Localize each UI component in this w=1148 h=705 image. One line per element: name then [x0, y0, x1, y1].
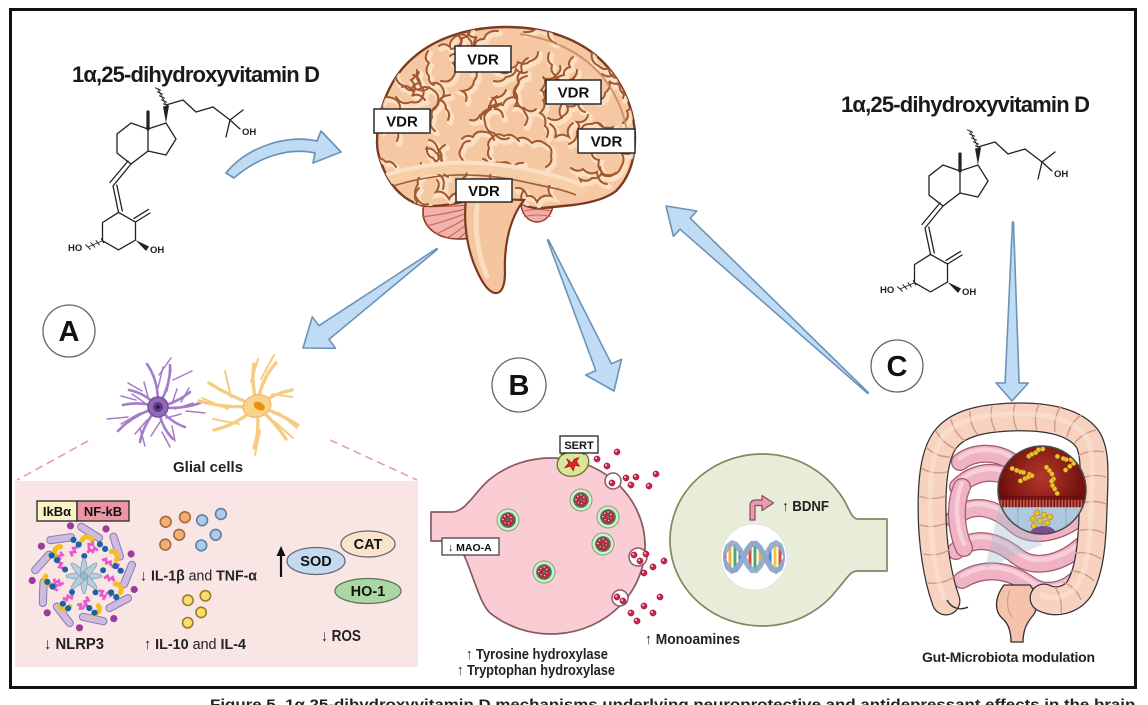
- svg-text:↑ Tryptophan hydroxylase: ↑ Tryptophan hydroxylase: [457, 662, 615, 679]
- svg-text:SERT: SERT: [564, 440, 594, 452]
- svg-text:↓ ROS: ↓ ROS: [321, 628, 361, 645]
- svg-text:OH: OH: [962, 287, 976, 298]
- svg-text:VDR: VDR: [467, 52, 499, 69]
- svg-text:OH: OH: [242, 127, 256, 138]
- svg-text:VDR: VDR: [468, 183, 500, 200]
- svg-text:HO: HO: [68, 243, 82, 254]
- svg-text:Figure 5. 1α,25-dihydroxyvitam: Figure 5. 1α,25-dihydroxyvitamin D mecha…: [210, 697, 1140, 705]
- svg-text:1α,25-dihydroxyvitamin D: 1α,25-dihydroxyvitamin D: [72, 62, 320, 87]
- svg-text:Glial cells: Glial cells: [173, 459, 243, 476]
- svg-text:↓ IL-1β and TNF-α: ↓ IL-1β and TNF-α: [140, 568, 258, 585]
- svg-text:A: A: [59, 316, 80, 348]
- svg-text:NF-kB: NF-kB: [84, 504, 122, 519]
- svg-text:1α,25-dihydroxyvitamin D: 1α,25-dihydroxyvitamin D: [841, 92, 1090, 117]
- svg-text:HO: HO: [880, 285, 894, 296]
- svg-text:SOD: SOD: [300, 554, 331, 570]
- svg-text:↑ IL-10 and IL-4: ↑ IL-10 and IL-4: [144, 636, 247, 653]
- svg-text:↓ MAO-A: ↓ MAO-A: [448, 542, 492, 554]
- svg-text:↑ Monoamines: ↑ Monoamines: [645, 631, 740, 648]
- svg-text:HO-1: HO-1: [351, 584, 386, 600]
- svg-text:OH: OH: [1054, 169, 1068, 180]
- svg-text:VDR: VDR: [386, 114, 418, 131]
- svg-text:VDR: VDR: [558, 85, 590, 102]
- svg-text:↓ NLRP3: ↓ NLRP3: [44, 636, 104, 653]
- svg-text:↑ Tyrosine hydroxylase: ↑ Tyrosine hydroxylase: [466, 646, 608, 663]
- svg-text:B: B: [509, 370, 530, 402]
- svg-text:CAT: CAT: [354, 537, 383, 553]
- svg-text:VDR: VDR: [591, 134, 623, 151]
- svg-text:↑ BDNF: ↑ BDNF: [782, 499, 829, 515]
- svg-text:IkBα: IkBα: [43, 504, 71, 519]
- svg-text:OH: OH: [150, 245, 164, 256]
- svg-text:Gut-Microbiota modulation: Gut-Microbiota modulation: [922, 649, 1095, 665]
- svg-text:C: C: [887, 351, 908, 383]
